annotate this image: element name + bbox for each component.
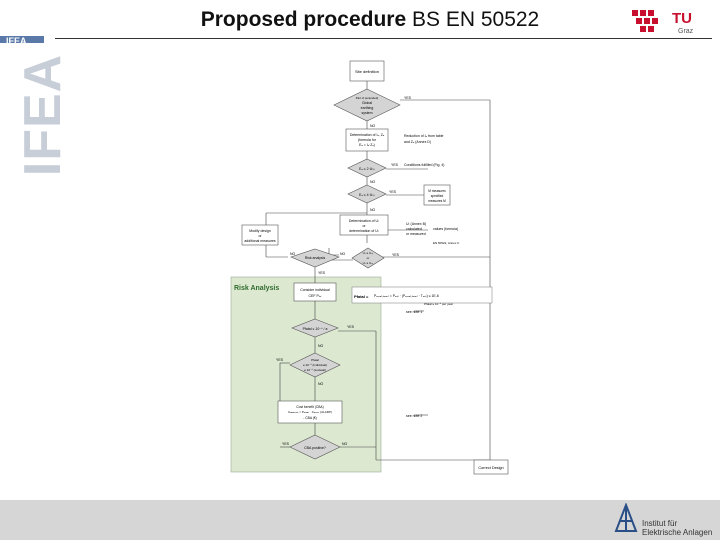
side-ee: Conditions fulfilled (Fig. 4) [404,163,444,167]
decision-global-line-3: earthing [361,106,374,110]
label-no-5: NO [340,252,346,256]
label-no-4: NO [290,252,296,256]
side-right-line-4: values (formula) [433,227,458,231]
determination2-line-2: or [362,224,366,228]
tu-logo-text: TU [672,10,692,27]
decision-ut-line-1: Uₜ ≤ Uₜₚ [363,251,374,255]
risk-analysis-title: Risk Analysis [234,285,279,292]
decision-global-line-2: Global [362,101,372,105]
cba-line-2: Cₘₑₐₛᵤᵣₑ < Pₑᵥₑₙₜ · Cₐₛₛₑₜ (ALARP) [288,410,332,414]
label-yes-p2: YES [276,358,284,362]
decision-ee: Eₐ ≤ 2·Uₜₚ [359,167,375,171]
sidebar-logo-text: IFEA [6,36,27,46]
decision-p1: Pfatal ≤ 10⁻⁶ / a [303,327,328,331]
label-no-2: NO [370,180,376,184]
formula-note: Pfatal ≤ 10⁻⁶ per year [424,302,453,306]
decision-ut-line-3: Uₜ ≤ Uₜₚ [363,261,374,265]
label-no-cba: NO [342,442,348,446]
decision-ut-line-2: or [367,256,370,260]
sidebar-wordmark: IFEA [14,53,73,177]
label-yes-ut-2: YES [318,271,326,275]
start-box: Site definition [355,69,379,74]
footer-line-1: Institut für [642,519,678,528]
pfatal-label: Pfatal = [354,294,369,299]
side-ea-line-2: specified [431,194,444,198]
modify-line-3: additional measures [244,239,276,243]
decision-cba: CBA positive? [304,446,326,450]
decision-global-line-4: system [361,111,372,115]
sidebar-strip [0,36,44,43]
determination-line-1: Determination of Iₐ, Zₐ [350,133,385,137]
side-ea-line-1: M measures [428,189,446,193]
cba-line-3: - CBA (€) [303,416,317,420]
institute-logo [614,503,638,532]
side-right-line-2: calculated [406,227,422,231]
determination-line-2: (formula for [358,138,377,142]
label-no-3: NO [370,208,376,212]
header-rule [55,38,712,39]
side-note-1-line-2: and Zₐ (Annex D) [404,140,431,144]
footer-line-2: Elektrische Anlagen [642,528,713,537]
risk-decision: Risk analysis [305,256,326,260]
determination2-line-3: determination of Uₜ [349,229,379,233]
see-note-2: see note 2 [406,414,422,418]
page-title: Proposed procedure BS EN 50522 [0,8,720,32]
determination2-line-1: Determination of Uₜ [349,219,379,223]
label-yes-global: YES [404,96,412,100]
label-no-p2: NO [318,382,324,386]
label-yes-cba: YES [282,442,290,446]
tu-graz-logo: TU Graz [632,10,694,35]
cba-line-1: Cost benefit (CBA) [296,405,323,409]
side-right-line-5: EN 50522, Annex C [433,241,460,245]
label-yes-ut: YES [392,253,400,257]
determination-line-3: Eₐ = Iₐ·Zₐ) [359,143,375,147]
side-ea-line-3: measures M [428,199,446,203]
footer-institute: Institut für Elektrische Anlagen [642,519,712,537]
label-no-p1: NO [318,344,324,348]
decision-p2-line-1: Pfatal [311,358,319,362]
label-yes-p1: YES [347,325,355,329]
consider-line-1: Consider individual [300,288,330,292]
see-note-1: see note 1 [406,310,422,314]
side-right-line-1: Uₜ (Annex B) [406,222,426,226]
label-yes-ee: YES [391,163,399,167]
footer-bar [0,500,720,540]
decision-global-line-1: Part of (extended) [356,96,378,100]
risk-formula: Pₑᵥₑₙₜ,ₕₑₐᵣₜ = Pₑₓₚ · (Pₑᵥₑₙₜ,ₕₑₐᵣₜ · Tₑ… [374,294,439,298]
end-box: Correct Design [478,466,503,470]
side-note-1-line-1: Reduction of Iₐ from table [404,134,443,138]
flowchart: Risk Analysis [230,60,509,475]
decision-p2-line-2: ≥ 10⁻⁴ (individual) [303,363,327,367]
modify-line-2: or [258,234,262,238]
tu-logo-subtext: Graz [678,28,694,35]
decision-p2-line-3: ≥ 10⁻⁵ (societal) [304,368,326,372]
label-no-1: NO [370,124,376,128]
modify-line-1: Modify design [249,229,271,233]
page-title-bold: Proposed procedure [200,8,407,31]
consider-line-2: CEF Pₗₑᵣ [308,294,321,298]
page-title-rest: BS EN 50522 [406,8,540,31]
decision-ea: Eₐ ≤ 4·Uₜₚ [359,193,375,197]
side-right-line-3: or measured [406,232,426,236]
label-yes-ea: YES [389,190,397,194]
